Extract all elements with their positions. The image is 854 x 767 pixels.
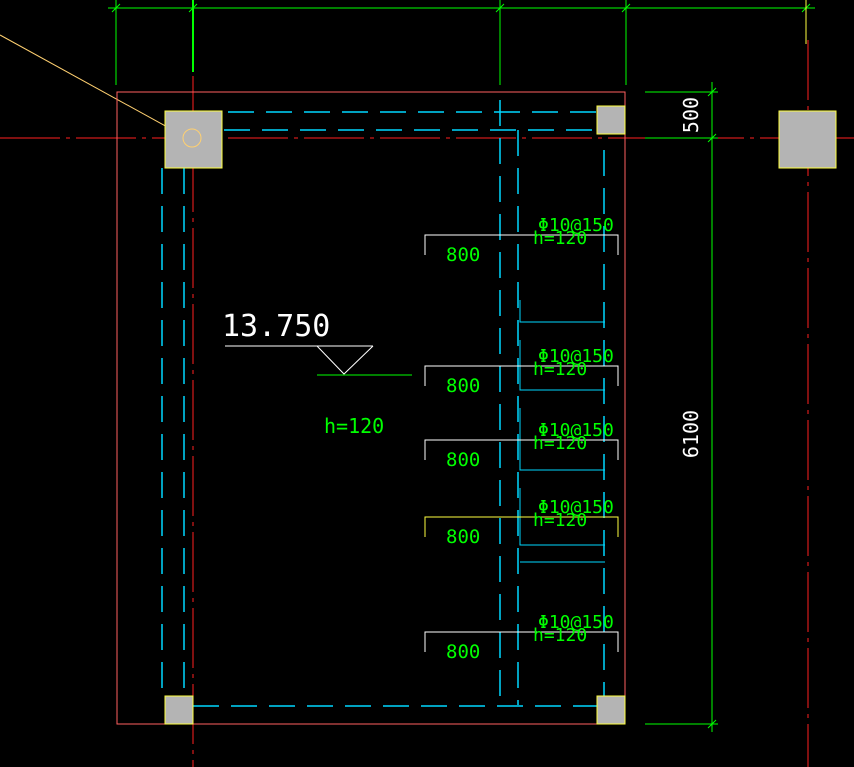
columns <box>164 105 837 725</box>
elevation-triangle-icon <box>316 345 374 375</box>
dimension-tick <box>621 3 631 13</box>
column[interactable] <box>164 695 194 725</box>
rebar-bands: Φ10@150h=120800Φ10@150h=120800Φ10@150h=1… <box>424 215 619 663</box>
column[interactable] <box>778 110 837 169</box>
rebar-length-label: 800 <box>446 526 480 548</box>
snap-marker-icon <box>182 128 202 148</box>
dimension-tick <box>495 3 505 13</box>
rebar-length-label: 800 <box>446 375 480 397</box>
right-dimension-chain <box>645 82 718 732</box>
rebar-thickness-label: h=120 <box>533 359 587 380</box>
column[interactable] <box>596 695 626 725</box>
opening-outline <box>519 340 605 391</box>
opening-outlines <box>519 300 605 563</box>
rebar-spec-label: Φ10@150 <box>538 215 614 236</box>
dimension-offset-label: 500 <box>679 97 703 133</box>
column[interactable] <box>164 110 223 169</box>
rebar-line <box>424 631 619 652</box>
opening-outline <box>519 300 605 323</box>
dimension-tick <box>707 133 717 143</box>
rebar-length-label: 800 <box>446 244 480 266</box>
dimension-tick <box>707 87 717 97</box>
opening-outline <box>519 408 605 471</box>
slab-outline[interactable] <box>116 91 626 725</box>
elevation-value: 13.750 <box>222 309 330 344</box>
rebar-line <box>424 516 619 537</box>
rebar-length-label: 800 <box>446 641 480 663</box>
dimension-tick <box>111 3 121 13</box>
rebar-thickness-label: h=120 <box>533 228 587 249</box>
rebar-length-label: 800 <box>446 449 480 471</box>
rebar-thickness-label: h=120 <box>533 625 587 646</box>
rebar-thickness-label: h=120 <box>533 510 587 531</box>
rebar-line <box>424 234 619 255</box>
rebar-line <box>424 439 619 460</box>
dimension-tick <box>707 719 717 729</box>
rebar-spec-label: Φ10@150 <box>538 497 614 518</box>
rebar-spec-label: Φ10@150 <box>538 420 614 441</box>
rebar-thickness-label: h=120 <box>533 433 587 454</box>
opening-outline <box>519 488 605 546</box>
beam-dashed-lines <box>161 100 605 707</box>
elevation-mark: 13.750 <box>222 309 412 376</box>
rebar-spec-label: Φ10@150 <box>538 612 614 633</box>
leader-line <box>0 34 181 135</box>
column[interactable] <box>596 105 626 135</box>
top-dimension-chain <box>108 0 815 85</box>
rebar-spec-label: Φ10@150 <box>538 346 614 367</box>
slab-thickness-label: h=120 <box>324 414 384 438</box>
dimension-span-label: 6100 <box>679 410 703 458</box>
rebar-line <box>424 365 619 386</box>
